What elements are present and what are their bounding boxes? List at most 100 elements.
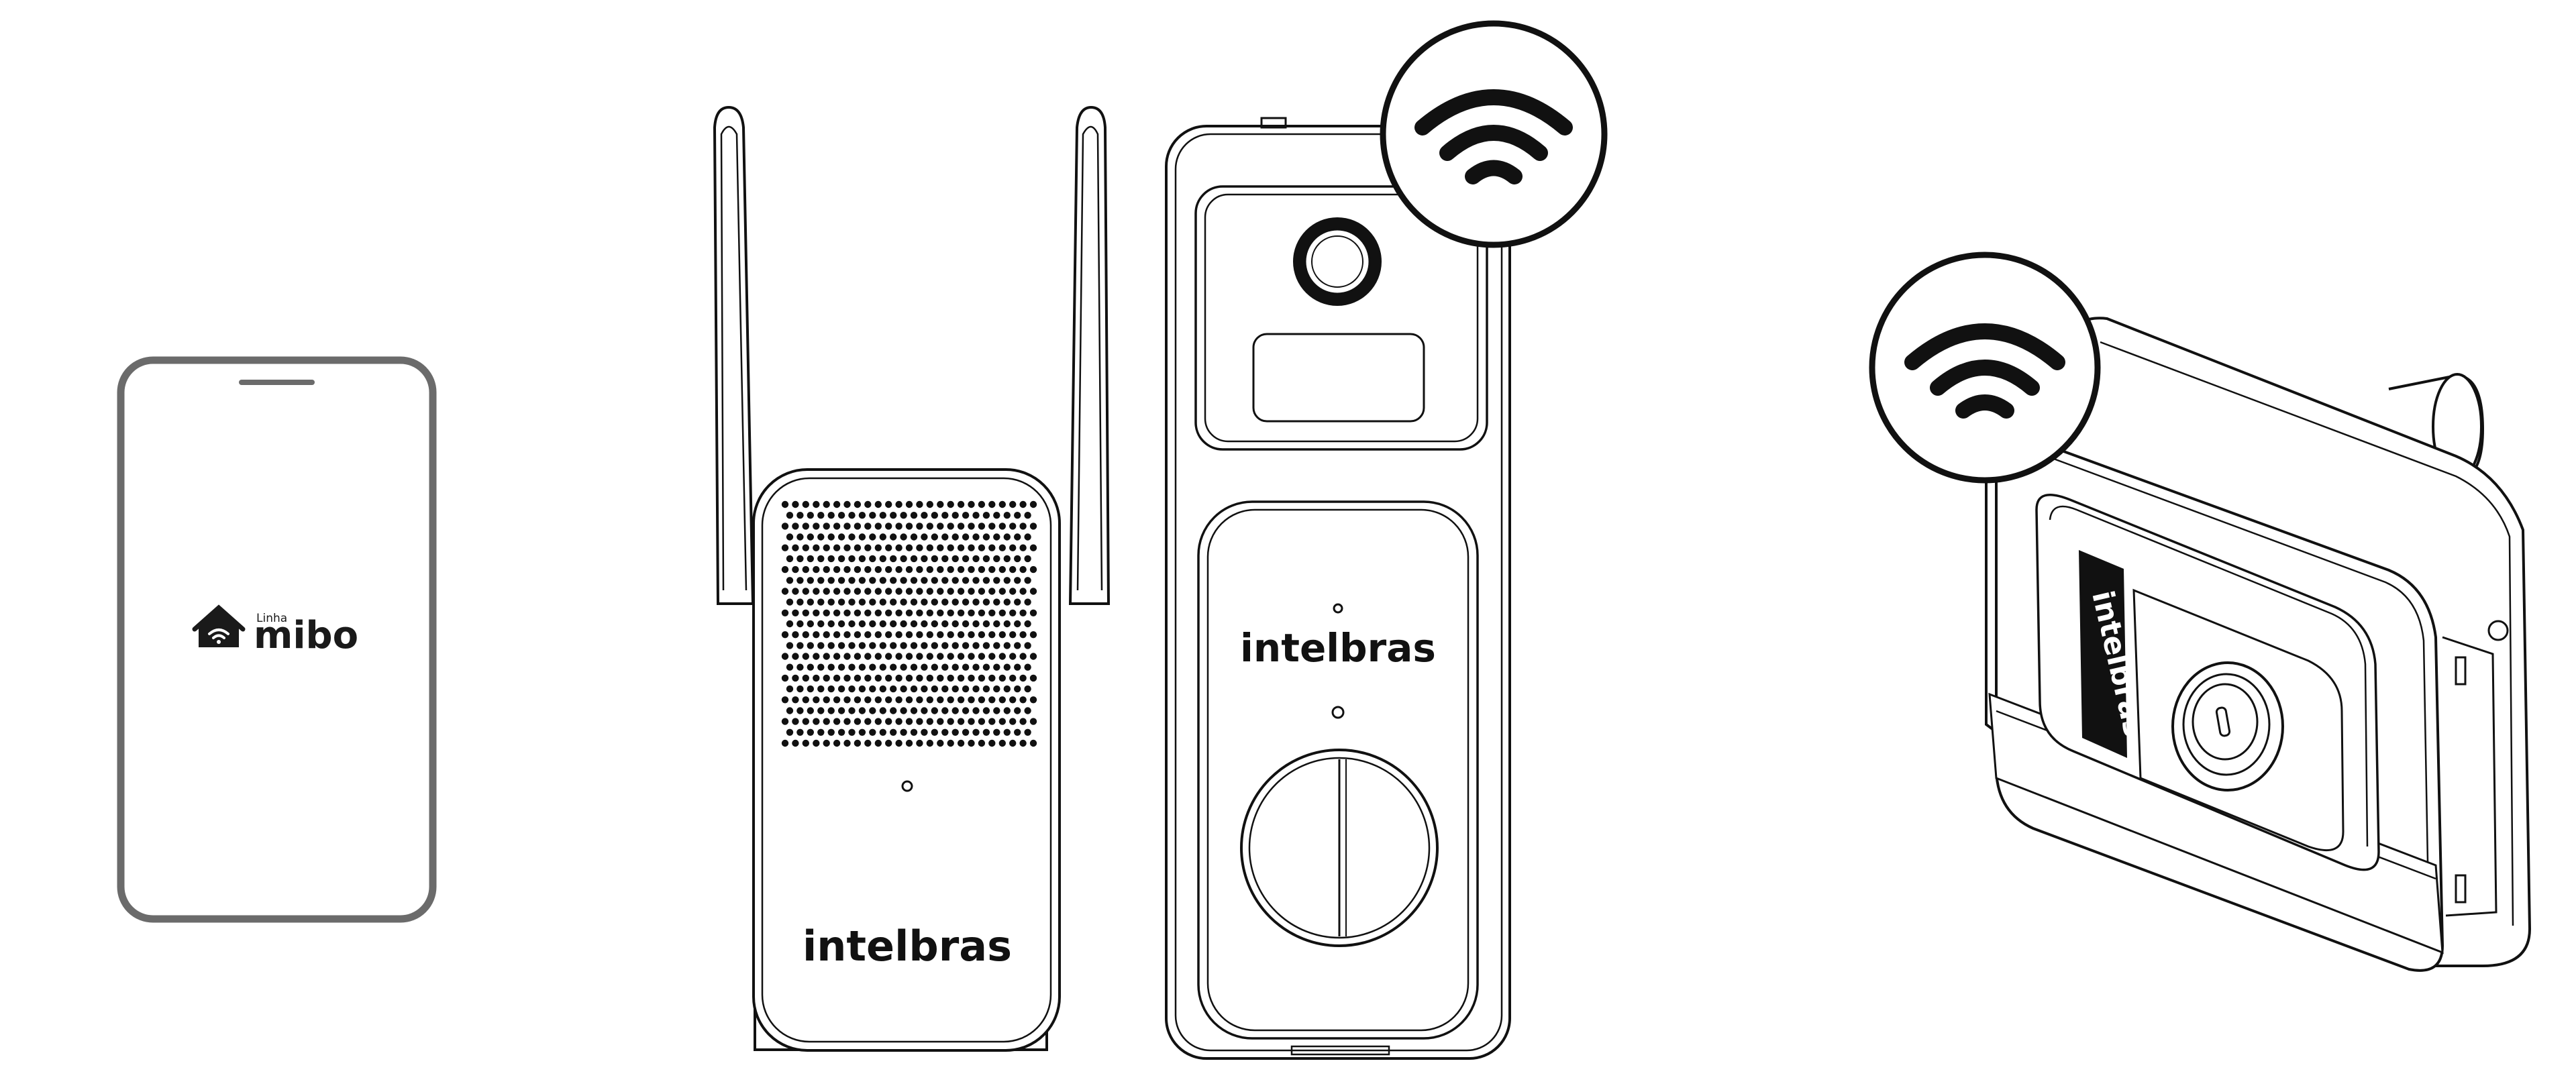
grille-dot (869, 512, 876, 519)
grille-dot (900, 642, 907, 649)
grille-dot (823, 653, 830, 660)
grille-dot (910, 685, 918, 693)
home-wifi-icon (192, 604, 246, 647)
grille-dot (837, 598, 845, 606)
grille-dot (951, 728, 959, 736)
grille-dot (802, 609, 810, 616)
grille-dot (890, 707, 897, 714)
grille-dot (957, 523, 965, 530)
lock-brand-strip (2079, 550, 2127, 758)
grille-dot (827, 512, 835, 519)
grille-dot (1003, 533, 1011, 541)
grille-dot (968, 653, 975, 660)
grille-dot (864, 631, 872, 639)
grille-dot (993, 555, 1000, 563)
grille-dot (890, 685, 897, 693)
grille-dot (988, 631, 996, 639)
grille-dot (905, 500, 913, 508)
grille-dot (792, 739, 799, 747)
grille-dot (900, 512, 907, 519)
grille-dot (858, 512, 866, 519)
grille-dot (796, 577, 804, 584)
grille-dot (978, 674, 986, 682)
grille-dot (1029, 609, 1037, 616)
grille-dot (988, 588, 996, 595)
grille-dot (823, 565, 830, 574)
grille-dot (957, 696, 965, 704)
grille-dot (993, 533, 1000, 541)
grille-dot (998, 565, 1007, 574)
grille-dot (926, 500, 934, 508)
grille-dot (968, 718, 975, 725)
grille-dot (1009, 523, 1017, 530)
grille-dot (817, 577, 825, 584)
grille-dot (843, 653, 851, 660)
grille-dot (858, 728, 866, 736)
grille-dot (813, 565, 820, 574)
grille-dot (895, 674, 903, 682)
grille-dot (879, 577, 887, 584)
grille-dot (817, 685, 825, 693)
grille-dot (827, 577, 835, 584)
grille-dot (854, 544, 862, 551)
grille-dot (951, 598, 959, 606)
grille-dot (968, 523, 975, 530)
grille-dot (1029, 565, 1037, 574)
grille-dot (947, 696, 954, 704)
grille-dot (1014, 728, 1021, 736)
grille-dot (921, 555, 928, 563)
grille-dot (1019, 653, 1027, 660)
grille-dot (781, 653, 789, 660)
grille-dot (993, 512, 1000, 519)
grille-dot (900, 707, 907, 714)
grille-dot (926, 631, 934, 639)
grille-dot (910, 533, 918, 541)
grille-dot (879, 555, 887, 563)
grille-dot (781, 718, 789, 725)
grille-dot (869, 555, 876, 563)
grille-dot (1029, 739, 1037, 747)
grille-dot (890, 663, 897, 671)
grille-dot (864, 544, 872, 551)
grille-dot (807, 642, 815, 649)
grille-dot (910, 707, 918, 714)
grille-dot (921, 685, 928, 693)
grille-dot (937, 588, 944, 595)
grille-dot (1009, 674, 1017, 682)
grille-dot (910, 555, 918, 563)
grille-dot (848, 533, 856, 541)
grille-dot (1003, 512, 1011, 519)
grille-dot (885, 588, 892, 595)
grille-dot (1024, 642, 1031, 649)
grille-dot (885, 653, 892, 660)
grille-dot (931, 555, 939, 563)
grille-dot (1009, 609, 1017, 616)
grille-dot (813, 674, 820, 682)
grille-dot (1009, 500, 1017, 508)
grille-dot (823, 696, 830, 704)
grille-dot (858, 533, 866, 541)
grille-dot (900, 555, 907, 563)
grille-dot (879, 620, 887, 628)
grille-dot (833, 718, 841, 725)
grille-dot (817, 620, 825, 628)
grille-dot (982, 512, 990, 519)
grille-dot (864, 609, 872, 616)
grille-dot (951, 555, 959, 563)
grille-dot (843, 609, 851, 616)
grille-dot (916, 739, 923, 747)
grille-dot (1019, 718, 1027, 725)
grille-dot (972, 512, 980, 519)
grille-dot (796, 707, 804, 714)
grille-dot (854, 609, 862, 616)
grille-dot (972, 577, 980, 584)
grille-dot (1024, 598, 1031, 606)
grille-dot (837, 512, 845, 519)
grille-dot (916, 631, 923, 639)
grille-dot (890, 577, 897, 584)
grille-dot (916, 523, 923, 530)
grille-dot (817, 598, 825, 606)
grille-dot (916, 500, 923, 508)
grille-dot (879, 598, 887, 606)
grille-dot (978, 588, 986, 595)
